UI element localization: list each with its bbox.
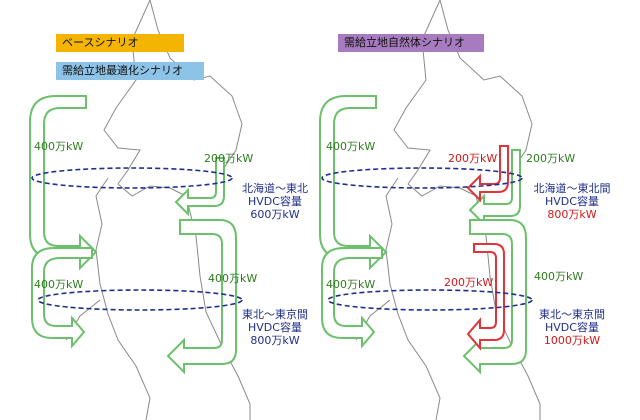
flow-label-south-east-right: 400万kW bbox=[534, 270, 584, 283]
link-label-right-1: 北海道～東北間 HVDC容量 800万kW bbox=[528, 182, 616, 221]
link-ellipse-left-2 bbox=[37, 289, 243, 311]
link-right-2-line1: 東北～東京間 bbox=[539, 308, 605, 321]
red-arrows-right bbox=[466, 145, 509, 351]
flow-label-north-east-left: 200万kW bbox=[204, 152, 254, 165]
flow-label-south-west-right: 400万kW bbox=[326, 278, 376, 291]
legend-base: ベースシナリオ bbox=[56, 34, 184, 52]
link-ellipse-right-1 bbox=[321, 167, 523, 189]
link-label-left-2: 東北～東京間 HVDC容量 800万kW bbox=[236, 308, 314, 347]
link-left-2-line2: HVDC容量 bbox=[248, 321, 302, 334]
link-label-right-2: 東北～東京間 HVDC容量 1000万kW bbox=[528, 308, 616, 347]
flow-label-north-west-left: 400万kW bbox=[34, 140, 84, 153]
link-label-left-1: 北海道～東北 HVDC容量 600万kW bbox=[236, 182, 314, 221]
arrow-south-west-right bbox=[321, 247, 383, 349]
arrow-south-west-left bbox=[31, 247, 93, 349]
arrow-north-east-left bbox=[174, 157, 225, 217]
green-arrows-left bbox=[29, 95, 237, 375]
link-left-1-line2: HVDC容量 bbox=[248, 195, 302, 208]
arrow-south-east-left bbox=[166, 219, 237, 375]
flow-label-north-east-right: 200万kW bbox=[526, 152, 576, 165]
legend-natural: 需給立地自然体シナリオ bbox=[338, 34, 484, 52]
flow-label-south-east-left: 400万kW bbox=[208, 272, 258, 285]
link-ellipse-left-1 bbox=[31, 167, 233, 189]
link-right-2-line3: 1000万kW bbox=[543, 334, 601, 347]
green-arrows-right bbox=[319, 95, 527, 375]
arrow-north-east-right bbox=[468, 149, 521, 227]
legend-optimized: 需給立地最適化シナリオ bbox=[56, 62, 204, 80]
link-left-1-line3: 600万kW bbox=[250, 208, 300, 221]
arrow-north-red-right bbox=[466, 145, 509, 203]
link-right-1-line2: HVDC容量 bbox=[545, 195, 599, 208]
arrow-south-east-right bbox=[462, 219, 527, 375]
flow-label-south-west-left: 400万kW bbox=[34, 278, 84, 291]
link-right-1-line1: 北海道～東北間 bbox=[533, 182, 611, 195]
link-right-2-line2: HVDC容量 bbox=[545, 321, 599, 334]
link-left-2-line1: 東北～東京間 bbox=[242, 308, 308, 321]
flow-label-north-west-right: 400万kW bbox=[326, 140, 376, 153]
link-left-1-line1: 北海道～東北 bbox=[242, 182, 308, 195]
flow-label-south-red-right: 200万kW bbox=[444, 276, 494, 289]
link-right-1-line3: 800万kW bbox=[547, 208, 597, 221]
arrow-south-red-right bbox=[466, 243, 505, 351]
flow-label-north-red-right: 200万kW bbox=[448, 152, 498, 165]
link-left-2-line3: 800万kW bbox=[250, 334, 300, 347]
link-ellipse-right-2 bbox=[327, 289, 533, 311]
